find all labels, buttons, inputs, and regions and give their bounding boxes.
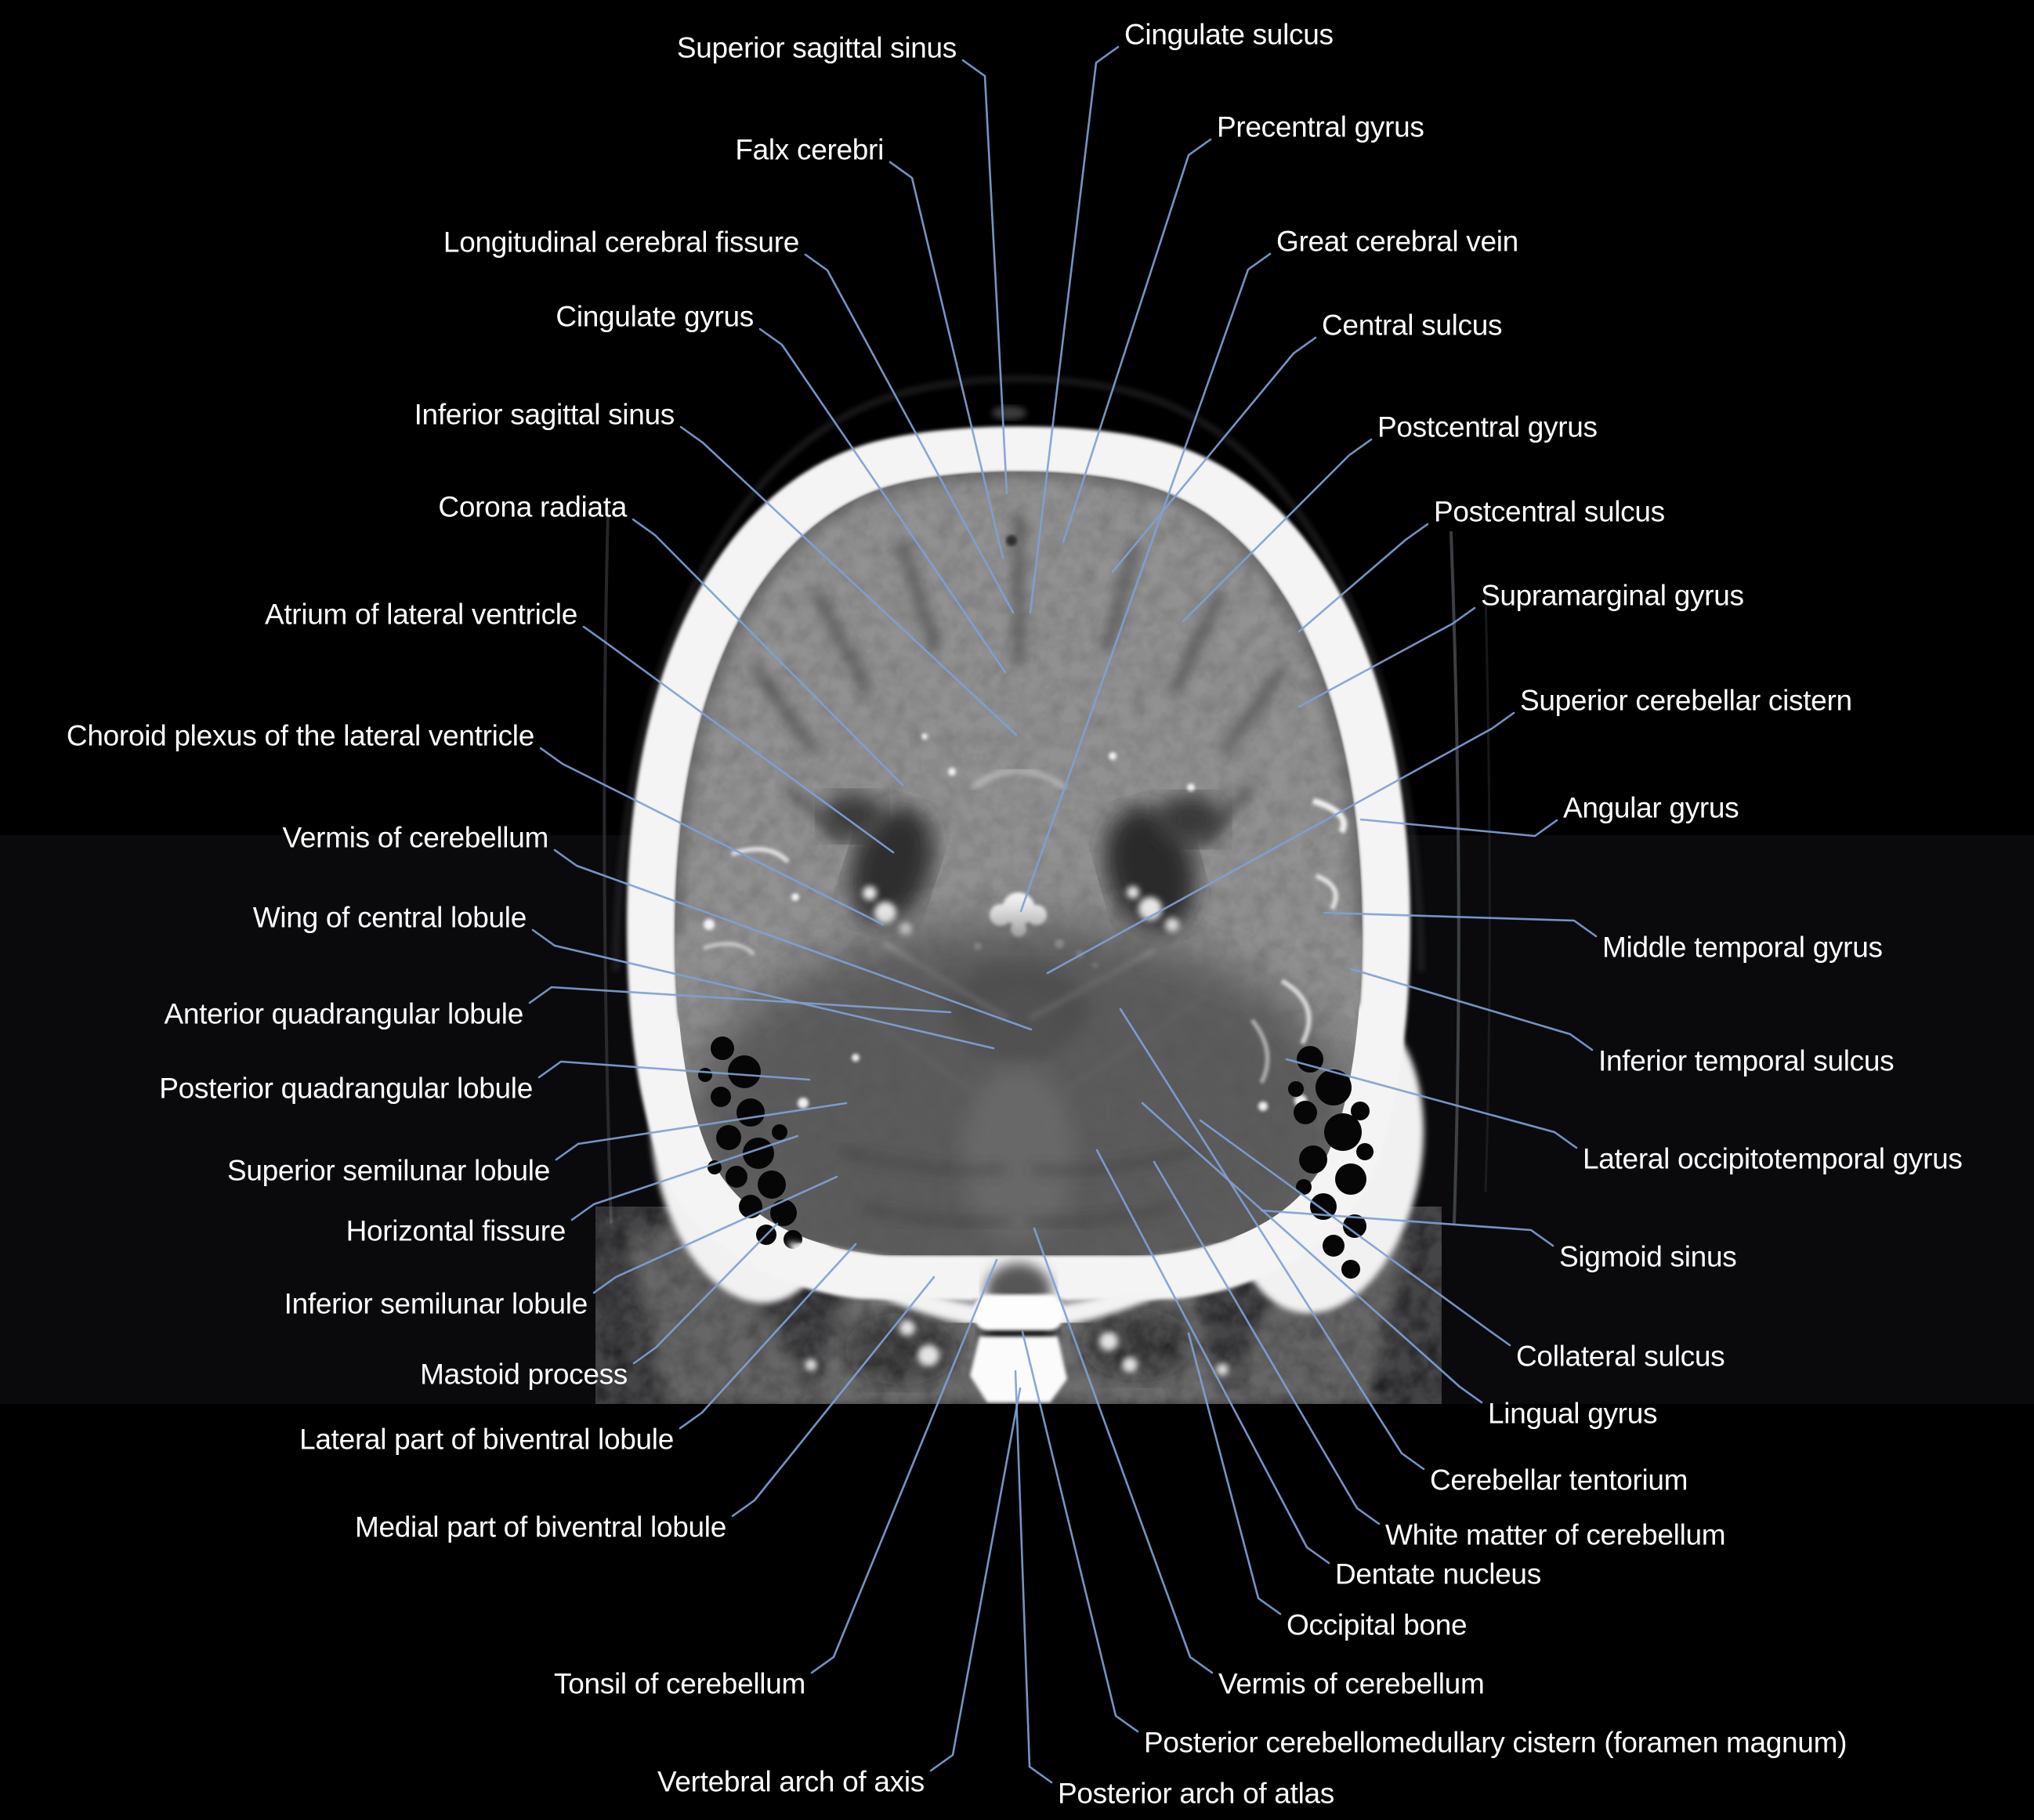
anatomy-label: Inferior sagittal sinus <box>414 398 675 431</box>
anatomy-label: Angular gyrus <box>1563 791 1739 824</box>
anatomy-label: Vermis of cerebellum <box>1218 1667 1485 1700</box>
leader-line <box>679 1243 857 1430</box>
anatomy-label: Cingulate gyrus <box>556 300 754 333</box>
leader-line <box>582 625 895 854</box>
anatomy-label: Vertebral arch of axis <box>657 1765 925 1798</box>
leader-line <box>1260 1209 1554 1247</box>
anatomy-label: Tonsil of cerebellum <box>554 1667 805 1700</box>
leader-line <box>632 1222 779 1365</box>
leader-line <box>1323 911 1598 938</box>
leader-line <box>679 425 1018 736</box>
anatomy-label: Precentral gyrus <box>1217 110 1424 143</box>
leader-line <box>804 253 1015 614</box>
anatomy-label: Posterior arch of atlas <box>1058 1777 1334 1810</box>
leader-line <box>1046 711 1515 975</box>
leader-line <box>1153 1160 1381 1525</box>
anatomy-label: Superior sagittal sinus <box>676 31 957 64</box>
anatomy-label: Sigmoid sinus <box>1559 1240 1737 1273</box>
anatomy-label: Postcentral sulcus <box>1434 495 1665 528</box>
anatomy-label: Wing of central lobule <box>252 901 527 934</box>
anatomy-label: White matter of cerebellum <box>1385 1518 1726 1551</box>
anatomy-label: Postcentral gyrus <box>1377 411 1598 443</box>
anatomy-label: Superior semilunar lobule <box>226 1154 550 1187</box>
leader-line <box>539 747 885 926</box>
leader-line <box>1019 252 1272 913</box>
leader-line <box>1029 45 1120 614</box>
anatomy-label: Atrium of lateral ventricle <box>264 598 577 631</box>
leader-line <box>731 1275 936 1518</box>
anatomy-label: Posterior quadrangular lobule <box>159 1072 533 1105</box>
leader-line <box>929 1387 1022 1772</box>
choroid-plexus <box>863 886 1179 935</box>
leader-line <box>1285 1058 1578 1149</box>
leader-line <box>570 1134 799 1221</box>
leader-line <box>537 1060 811 1081</box>
anatomy-label: Lateral part of biventral lobule <box>299 1423 674 1456</box>
anatomy-label: Cingulate sulcus <box>1124 18 1334 51</box>
anatomy-label: Corona radiata <box>438 490 627 523</box>
leader-line <box>1297 606 1476 708</box>
leader-line <box>1141 1102 1483 1404</box>
leader-line <box>1014 1370 1053 1784</box>
leader-line <box>1095 1149 1330 1565</box>
leader-line <box>961 59 1008 495</box>
leader-line <box>758 327 1007 674</box>
anatomy-label: Dentate nucleus <box>1335 1558 1541 1590</box>
skull-base-bone <box>787 1239 1250 1402</box>
anatomy-label: Inferior semilunar lobule <box>284 1287 588 1320</box>
anatomy-label: Anterior quadrangular lobule <box>164 997 523 1030</box>
anatomy-label: Longitudinal cerebral fissure <box>443 226 799 259</box>
anatomy-label: Falx cerebri <box>735 133 884 166</box>
skin-edge-lines <box>603 508 1491 1224</box>
anatomy-label: Mastoid process <box>420 1358 628 1391</box>
leader-line <box>592 1175 838 1294</box>
anatomy-label: Lingual gyrus <box>1488 1397 1658 1430</box>
leader-line <box>1062 138 1212 544</box>
anatomy-label: Inferior temporal sulcus <box>1598 1044 1895 1077</box>
leader-line <box>632 518 904 787</box>
anatomy-label: Great cerebral vein <box>1276 225 1518 258</box>
leader-line <box>889 161 1004 559</box>
leader-line <box>528 986 952 1014</box>
anatomy-label: Central sulcus <box>1322 309 1503 342</box>
leader-line <box>1359 818 1558 838</box>
anatomy-label: Supramarginal gyrus <box>1481 579 1744 612</box>
leader-line <box>555 1102 848 1161</box>
leader-line <box>1111 336 1317 573</box>
leader-line <box>1187 1332 1282 1616</box>
mastoid-air-cells-right <box>1288 1046 1373 1279</box>
anatomy-label: Occipital bone <box>1287 1608 1468 1641</box>
leader-line <box>1119 1008 1425 1471</box>
leader-line <box>1199 1119 1511 1347</box>
leader-line <box>1297 523 1429 633</box>
anatomy-label: Superior cerebellar cistern <box>1520 684 1852 717</box>
leader-line <box>553 848 1033 1031</box>
anatomy-label: Posterior cerebellomedullary cistern (fo… <box>1144 1726 1848 1759</box>
anatomy-label: Vermis of cerebellum <box>282 821 549 854</box>
scalp-artifact <box>992 406 1026 420</box>
leader-line <box>1021 1330 1139 1733</box>
anatomy-label: Lateral occipitotemporal gyrus <box>1583 1142 1963 1175</box>
scan-cutoff <box>0 1404 2034 1820</box>
leader-lines <box>528 45 1598 1784</box>
anatomy-label: Collateral sulcus <box>1516 1340 1725 1373</box>
anatomy-label: Middle temporal gyrus <box>1602 931 1883 964</box>
leader-line <box>531 928 995 1050</box>
leader-line <box>1182 438 1373 623</box>
leader-line <box>810 1258 998 1674</box>
anatomy-label: Horizontal fissure <box>346 1214 566 1247</box>
leader-line <box>1350 968 1594 1051</box>
anatomy-label: Medial part of biventral lobule <box>354 1511 726 1543</box>
scalp-outline <box>613 376 1424 972</box>
anatomy-label: Choroid plexus of the lateral ventricle <box>66 719 534 752</box>
leader-line <box>1033 1227 1214 1674</box>
anatomy-label: Cerebellar tentorium <box>1430 1464 1688 1496</box>
